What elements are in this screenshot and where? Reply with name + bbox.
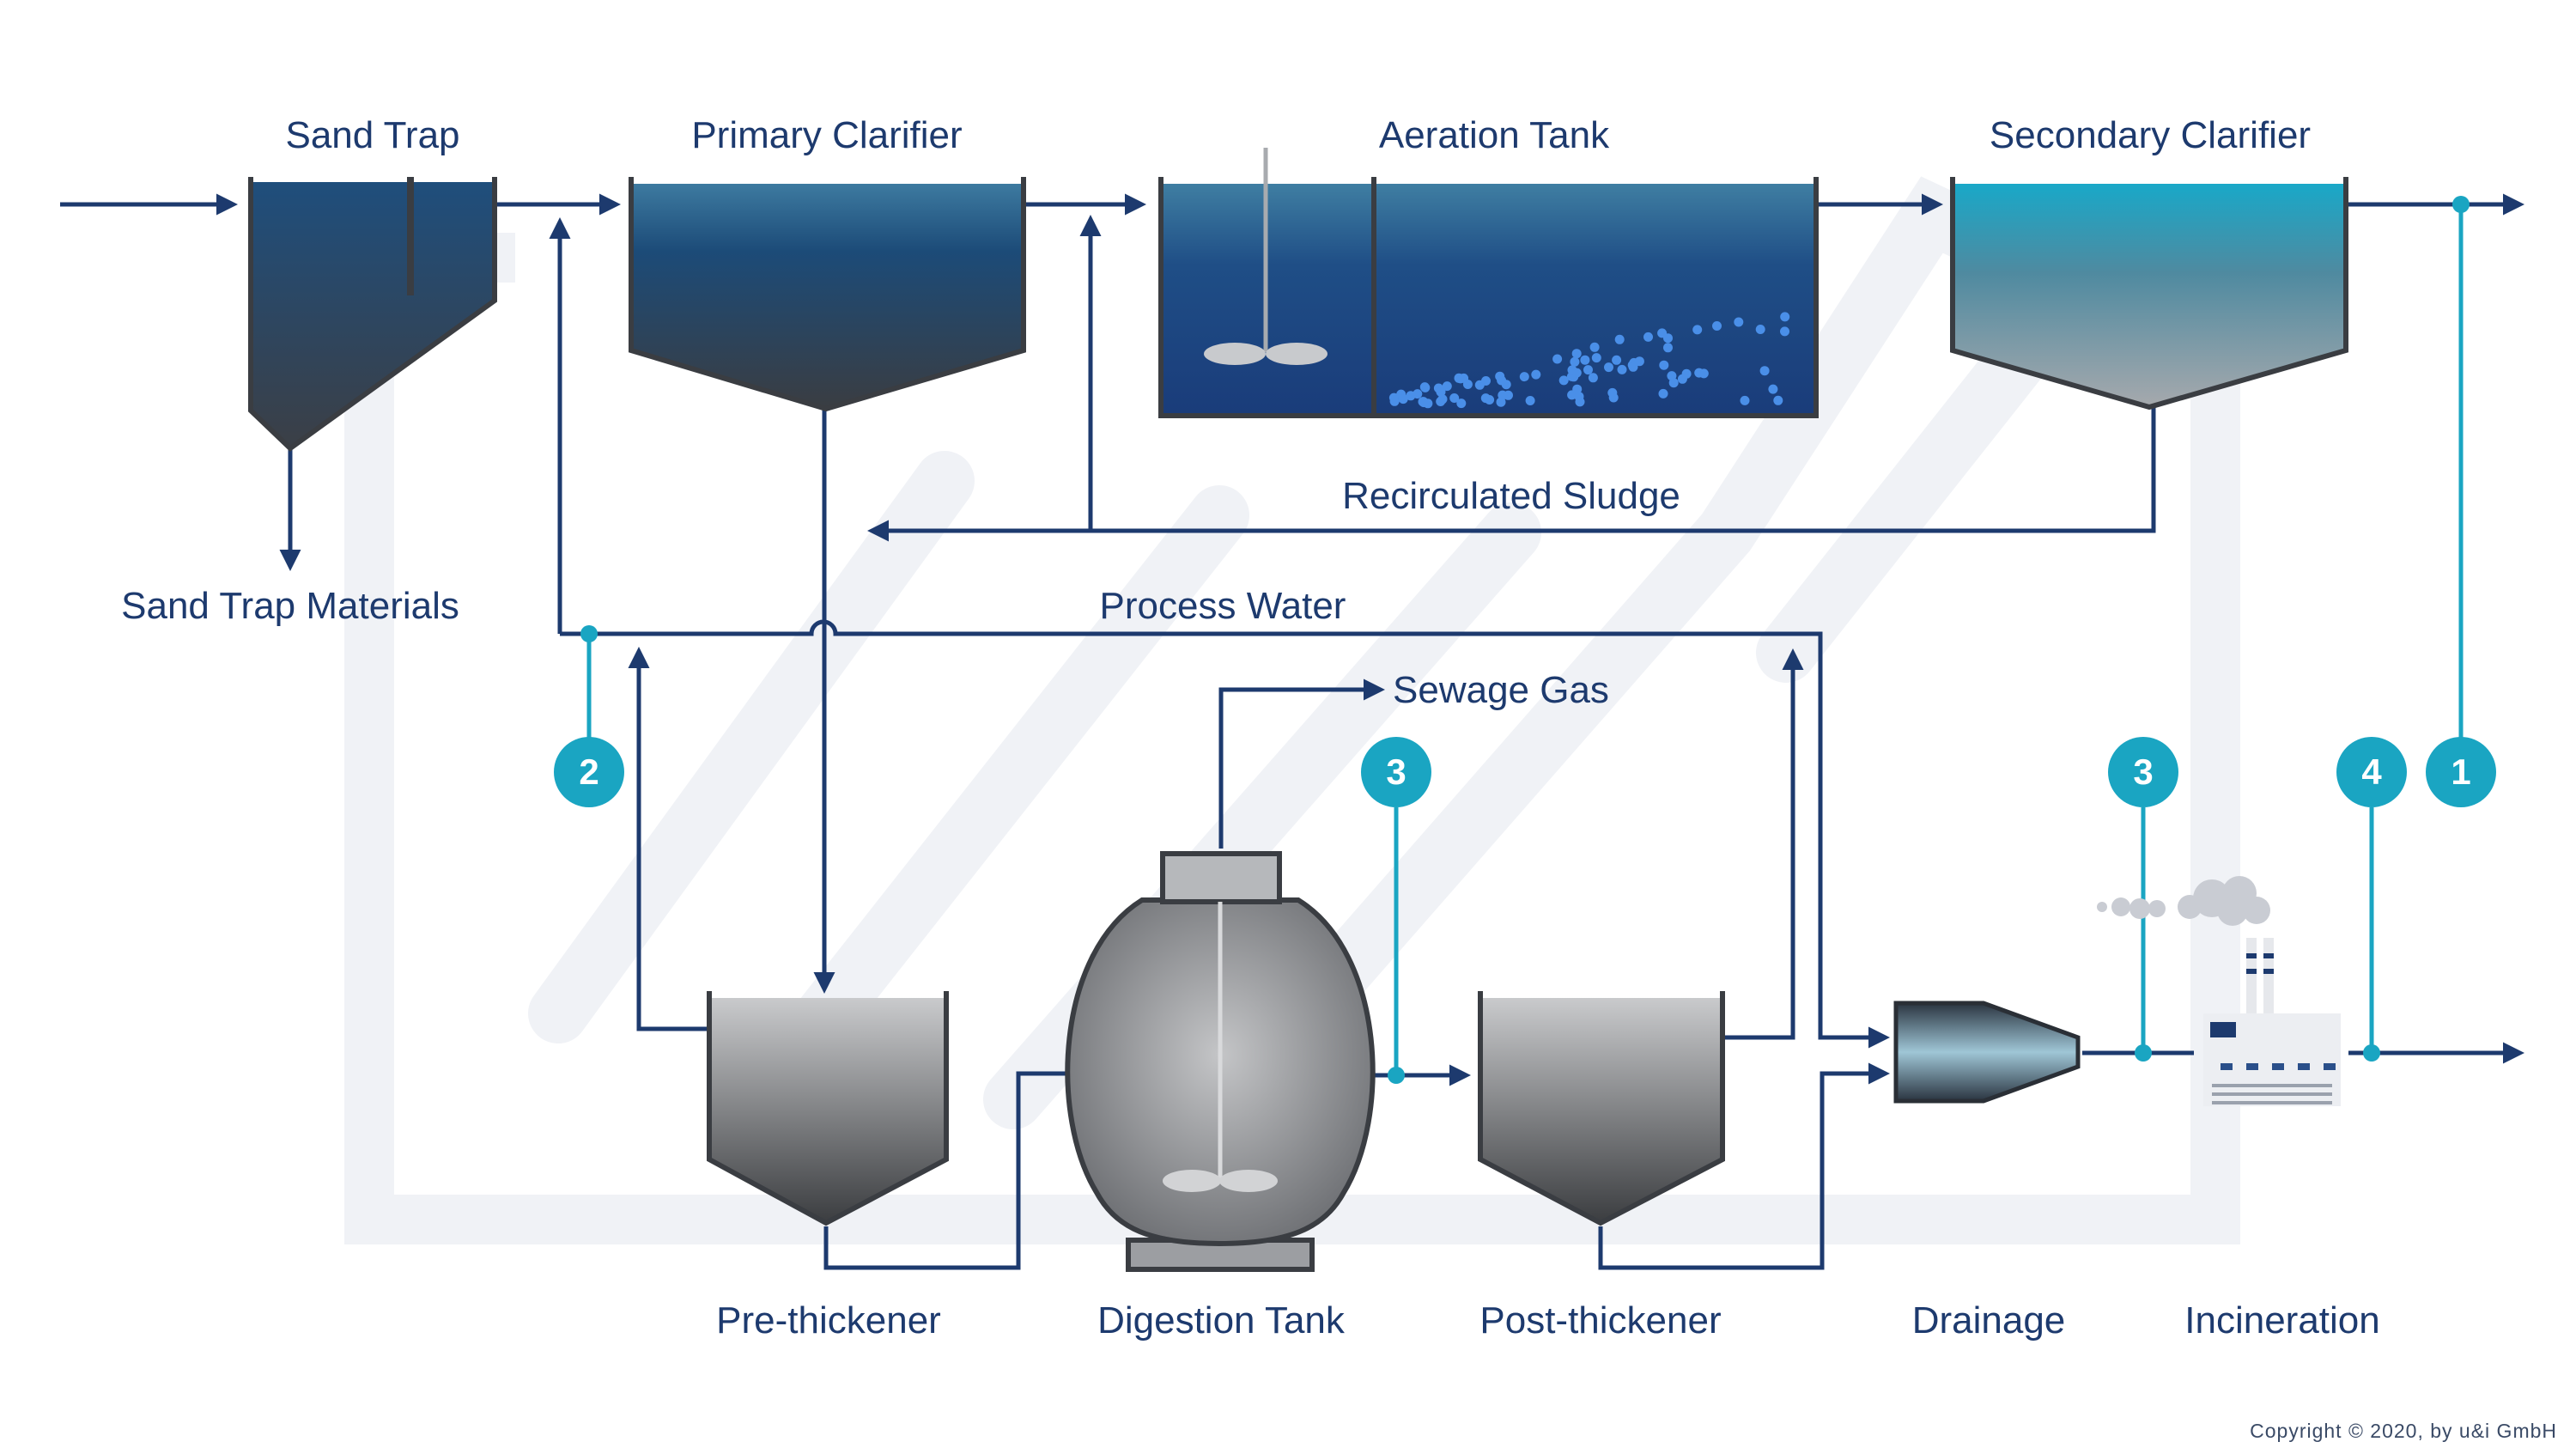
aeration-tank — [1158, 148, 1819, 418]
label-process-water: Process Water — [1099, 585, 1346, 627]
measurement-badge-3-digestion: 3 — [1361, 737, 1431, 807]
digestion-tank — [1065, 851, 1376, 1272]
primary-clarifier-tank — [629, 177, 1026, 412]
smoke-cloud — [2097, 876, 2270, 926]
label-digestion-tank: Digestion Tank — [1097, 1299, 1345, 1341]
copyright-notice: Copyright © 2020, by u&i GmbH — [2250, 1420, 2557, 1442]
measurement-lines — [586, 204, 2464, 1075]
label-recirculated-sludge: Recirculated Sludge — [1342, 475, 1680, 517]
label-pre-thickener: Pre-thickener — [716, 1299, 941, 1341]
sand-trap-tank — [248, 177, 497, 452]
drainage-unit — [1893, 1001, 2081, 1104]
label-aeration-tank: Aeration Tank — [1378, 114, 1610, 156]
label-sand-trap-materials: Sand Trap Materials — [121, 585, 459, 627]
aeration-bubbles — [1388, 312, 1790, 409]
aerator-stirrer — [1204, 343, 1327, 365]
label-sand-trap: Sand Trap — [285, 114, 460, 156]
measurement-badge-4: 4 — [2336, 737, 2407, 807]
label-secondary-clarifier: Secondary Clarifier — [1989, 114, 2312, 156]
secondary-clarifier-tank — [1950, 177, 2348, 411]
incineration-plant — [2097, 876, 2341, 1106]
label-sewage-gas: Sewage Gas — [1393, 669, 1609, 711]
label-incineration: Incineration — [2184, 1299, 2380, 1341]
measurement-badge-1: 1 — [2426, 737, 2496, 807]
measurement-dots — [580, 196, 2470, 1084]
measurement-badge-2: 2 — [554, 737, 624, 807]
measurement-badge-3-drainage: 3 — [2108, 737, 2178, 807]
pre-thickener-tank — [707, 991, 949, 1226]
post-thickener-tank — [1478, 991, 1725, 1226]
flow-lines — [60, 193, 2524, 1270]
label-post-thickener: Post-thickener — [1479, 1299, 1722, 1341]
label-primary-clarifier: Primary Clarifier — [691, 114, 963, 156]
label-drainage: Drainage — [1911, 1299, 2066, 1341]
